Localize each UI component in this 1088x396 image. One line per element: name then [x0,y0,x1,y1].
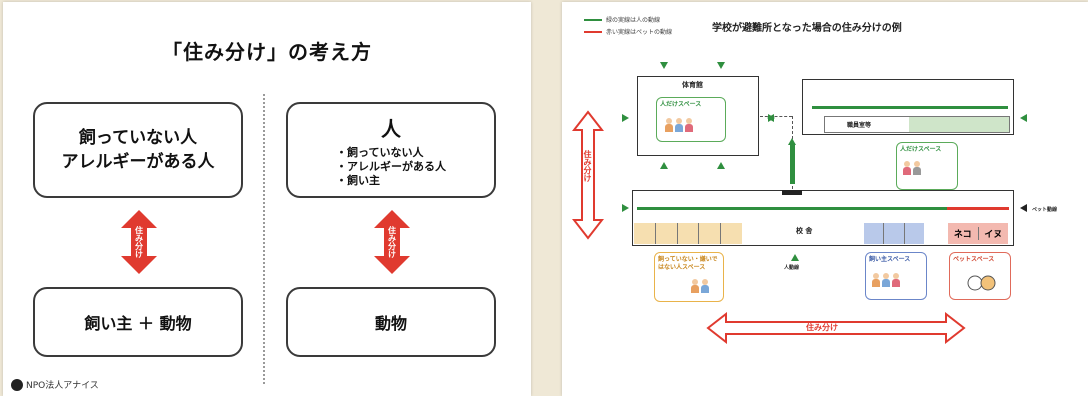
connector-door [782,190,802,195]
legend-red-text: 赤い実線はペットの動線 [606,29,673,36]
horizontal-separation-arrow-icon [706,312,966,344]
pet-entrance-arrow-icon [1020,204,1027,212]
diagram-title: 学校が避難所となった場合の住み分けの例 [712,23,902,34]
legend-green-text: 緑の実線は人の動線 [606,17,661,24]
animal-text: 動物 [374,314,407,333]
pink-rooms: ネコ イヌ [948,223,1008,244]
upper-people-route [812,106,1008,109]
staff-room-label: 職員室等 [847,122,872,129]
npo-logo-text: NPO法人アナイス [26,381,99,391]
school-label: 校 舎 [796,227,813,235]
green-line-icon [584,18,602,21]
gym-entrance-arrow-icon [660,62,668,69]
no-pet-people-line1: 飼っていない人 [78,128,198,148]
vertical-separation-arrow-icon [572,110,604,240]
people-item-3: ・飼い主 [336,173,380,187]
people-title: 人 [381,116,401,141]
cat-dog-icon [967,275,996,291]
gym-side-arrow-icon [622,114,629,122]
blue-rooms [864,223,924,244]
upper-people-space: 人だけスペース [896,142,958,190]
double-arrow-icon [121,210,157,274]
route-arrow-icon [788,138,796,145]
main-entrance-arrow-icon [791,254,799,261]
gym-entrance-arrow-icon [717,62,725,69]
gym-entrance-arrow-icon [660,162,668,169]
separation-label-left: 住み分け [134,226,144,258]
slide-title: 「住み分け」の考え方 [162,40,372,64]
inu-room: イヌ [984,230,1003,240]
owner-animal-text: 飼い主 ＋ 動物 [84,314,192,333]
people-icon [903,161,921,175]
left-slide: 「住み分け」の考え方 飼っていない人 アレルギーがある人 住み分け 飼い主 ＋ … [3,2,531,396]
pet-space-label: ペットスペース [953,256,995,263]
pet-space: ペットスペース [949,252,1011,300]
legend-green: 緑の実線は人の動線 [584,15,660,24]
main-entrance-arrow-icon [622,204,629,212]
owner-animal-box: 飼い主 ＋ 動物 [33,287,243,357]
people-item-2: ・アレルギーがある人 [336,159,446,173]
lower-people-route [637,207,947,210]
red-line-icon [584,30,602,33]
people-item-1: ・飼っていない人 [336,145,424,159]
gym-space-label: 人だけスペース [660,101,702,108]
right-slide: 緑の実線は人の動線 赤い実線はペットの動線 学校が避難所となった場合の住み分けの… [562,2,1088,396]
yellow-rooms [634,223,742,244]
separation-arrow-right: 住み分け [374,210,410,274]
people-icon [665,118,693,132]
gym-label: 体育館 [682,81,703,89]
double-arrow-icon [374,210,410,274]
upper-entrance-arrow-icon [1020,114,1027,122]
npo-logo-icon [11,378,23,391]
people-entrance-label: 人動線 [784,265,800,271]
non-owner-space: 飼っていない・嫌いではない人スペース [654,252,724,302]
legend-red: 赤い実線はペットの動線 [584,27,672,36]
separation-arrow-left: 住み分け [121,210,157,274]
non-owner-space-label: 飼っていない・嫌いではない人スペース [658,256,718,271]
animal-box: 動物 [286,287,496,357]
owner-space: 飼い主スペース [865,252,927,300]
gym-entrance-arrow-icon [717,162,725,169]
upper-space-label: 人だけスペース [900,146,942,153]
vertical-separation-label: 住み分け [583,150,592,182]
upper-room-row [824,116,1010,133]
vertical-people-route [790,144,795,184]
owner-space-label: 飼い主スペース [869,256,911,263]
dotted-divider [263,94,265,384]
separation-label-right: 住み分け [387,226,397,258]
pet-entrance-label: ペット動線 [1032,207,1058,213]
gym-people-space: 人だけスペース [656,97,726,142]
horizontal-separation-label: 住み分け [806,323,838,332]
upper-entrance-arrow-icon [768,114,775,122]
neko-room: ネコ [948,227,979,240]
gym-corridor [760,116,792,117]
upper-green-rooms [909,117,1009,132]
people-box: 人 ・飼っていない人 ・アレルギーがある人 ・飼い主 [286,102,496,198]
people-icon [872,273,900,287]
no-pet-people-box: 飼っていない人 アレルギーがある人 [33,102,243,198]
people-icon [691,279,709,293]
pet-route [947,207,1009,210]
people-list: ・飼っていない人 ・アレルギーがある人 ・飼い主 [336,146,446,188]
npo-logo: NPO法人アナイス [11,378,99,391]
allergy-people-line2: アレルギーがある人 [61,152,215,172]
